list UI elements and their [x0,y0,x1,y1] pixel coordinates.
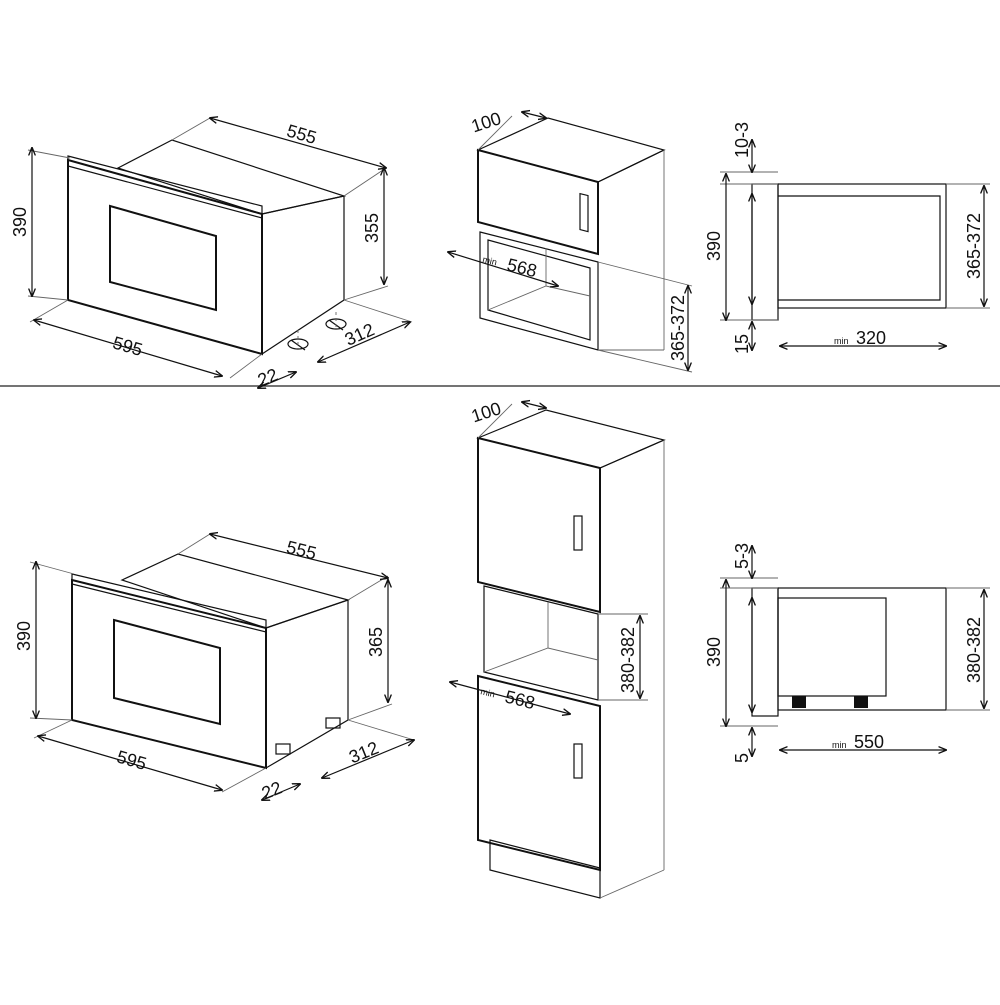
oven-body-height-label-2: 365 [366,627,386,657]
lower-door-handle [573,743,583,779]
bottom-gap-label-2: 5 [732,753,752,763]
oven-body-height-label: 355 [362,213,382,243]
oven-width-label-2: 595 [114,746,148,774]
oven-side-face [261,195,345,356]
side-depth-label-2: 550 [854,732,884,752]
oven-side-front-2 [751,587,779,717]
oven-depth-label: 555 [284,120,318,148]
upper-door [477,436,601,614]
oven-top-face-2 [120,553,351,629]
side-niche-height-label-2: 380-382 [964,617,984,683]
oven-height-label-2: 390 [14,621,34,651]
depth-min-prefix: min [834,336,849,346]
tall-niche-min-prefix: min [480,686,497,699]
niche-section [777,183,947,309]
oven-front-panel [67,158,263,356]
cabinet-top-depth-label: 100 [469,108,504,136]
oven-body-depth-label-2: 312 [346,738,381,768]
bottom-gap-label: 15 [732,334,752,354]
oven-foot-2 [275,743,291,755]
side-height-label: 390 [704,231,724,261]
oven-body-depth-label: 312 [342,319,378,349]
side-depth-label: 320 [856,328,886,348]
bottom-oven-isometric: 390 595 555 365 312 22 [14,534,414,803]
foot-right-2 [854,696,868,708]
top-column-cabinet: 100 min 568 365-372 [448,108,693,373]
tall-niche-height-label: 380-382 [618,627,638,693]
oven-window [109,204,217,312]
niche-min-prefix: min [482,254,499,267]
oven-depth-label-2: 555 [284,537,318,564]
oven-height-label: 390 [10,207,30,237]
oven-side-face-2 [265,599,349,770]
oven-width-label: 595 [110,332,144,360]
plinth [489,839,601,899]
side-height-label-2: 390 [704,637,724,667]
top-side-section: 10-3 390 365-372 15 min 320 [704,122,990,354]
oven-side-front [751,183,779,321]
depth-min-prefix-2: min [832,740,847,750]
tall-top-depth-label: 100 [469,398,504,426]
top-gap-label-2: 5-3 [732,543,752,569]
top-gap-label: 10-3 [732,122,752,158]
side-niche-height-label: 365-372 [964,213,984,279]
niche-width-label: 568 [505,254,539,281]
top-oven-isometric: 390 595 555 355 312 22 [10,118,412,390]
foot-left-2 [792,696,806,708]
bottom-side-section: 5-3 390 380-382 5 min 550 [704,543,990,763]
niche-section-2 [777,587,947,711]
bottom-tall-cabinet: 100 min 568 380-382 [450,398,666,899]
niche-height-label: 365-372 [668,295,688,361]
oven-niche [483,585,599,701]
upper-door-handle [573,515,583,551]
tall-niche-width-label: 568 [503,686,537,713]
cabinet-handle [579,192,589,233]
oven-window-2 [113,618,221,726]
